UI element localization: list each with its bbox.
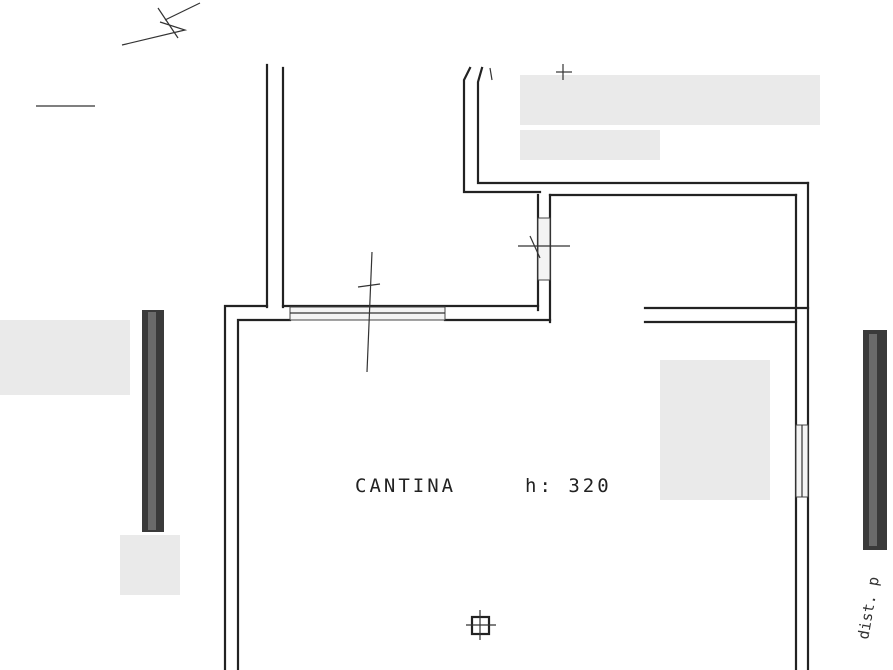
- side-note-label: dist. p: [854, 575, 883, 640]
- redacted-block-left: [0, 320, 130, 395]
- north-arrow-icon: [121, 2, 201, 46]
- redacted-block-top-small: [520, 130, 660, 160]
- redacted-block-top: [520, 75, 820, 125]
- top-marks: [489, 64, 572, 81]
- window-right: [795, 424, 809, 498]
- window-top: [289, 251, 446, 373]
- redacted-areas: [0, 75, 820, 595]
- room-label: CANTINA: [355, 475, 456, 497]
- room-height-label: h: 320: [525, 475, 612, 497]
- redacted-block-bottom-left: [120, 535, 180, 595]
- hatched-wall-left: [142, 310, 164, 532]
- upper-step-walls: [462, 66, 810, 197]
- door-opening: [537, 217, 551, 281]
- corridor-walls: [265, 63, 285, 309]
- redacted-block-right: [660, 360, 770, 500]
- hatched-wall-right: [863, 330, 887, 550]
- column-icon: [466, 610, 496, 640]
- inner-partition: [518, 193, 570, 324]
